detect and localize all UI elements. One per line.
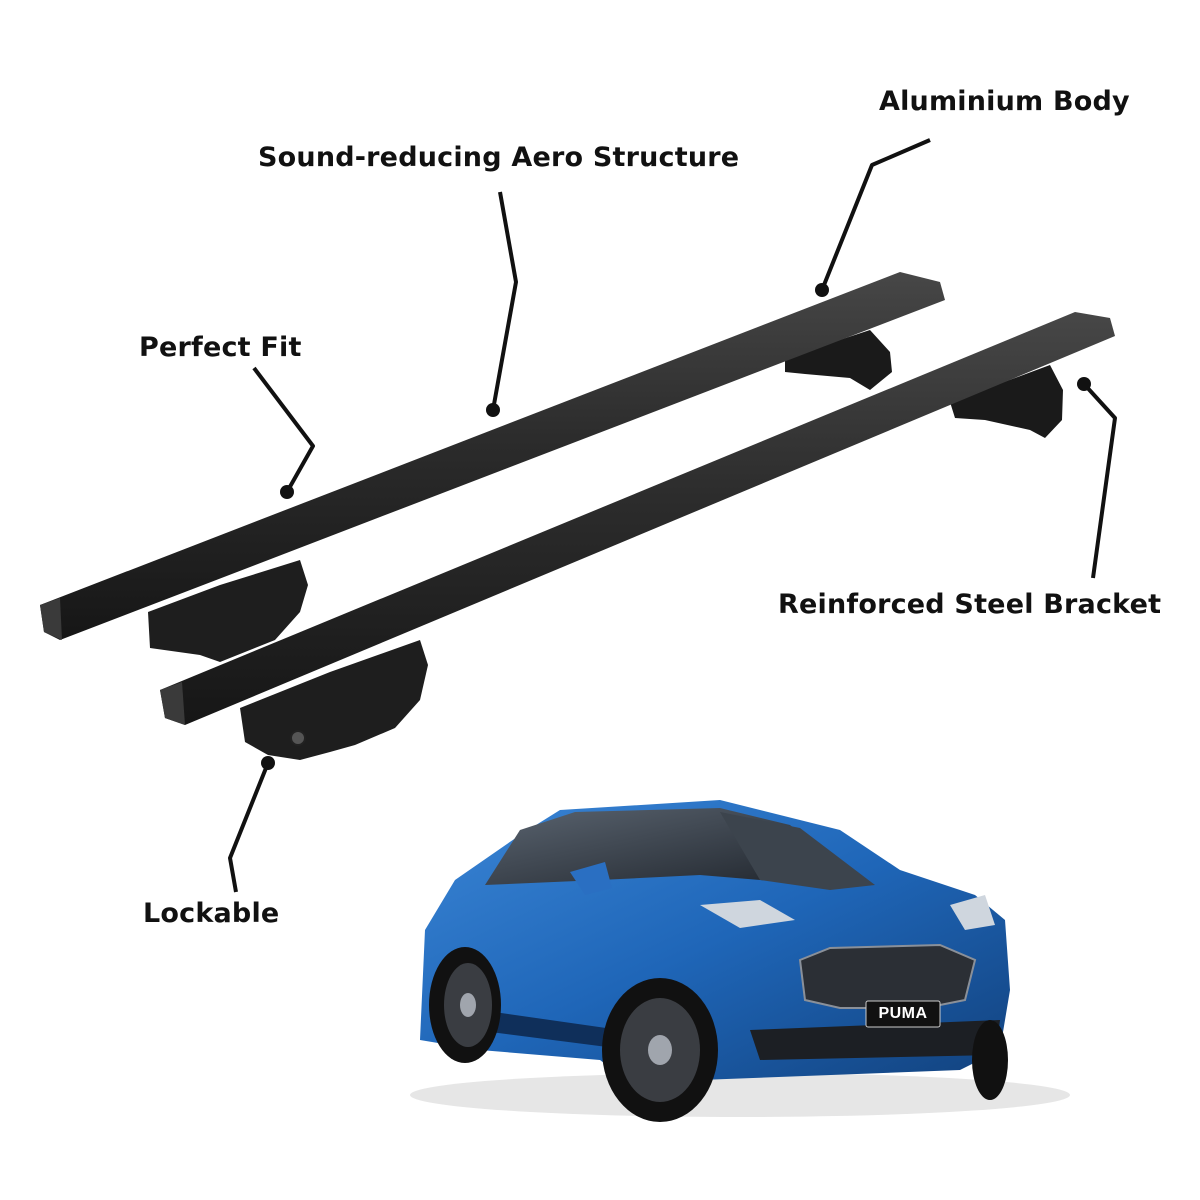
callout-line-bracket	[1082, 382, 1117, 579]
label-perfect-fit: Perfect Fit	[139, 332, 302, 363]
rear-crossbar-endcap-left	[40, 598, 62, 640]
front-crossbar-body	[160, 312, 1115, 725]
label-steel-bracket: Reinforced Steel Bracket	[778, 589, 1162, 620]
front-crossbar	[160, 312, 1115, 760]
car-side-trim	[475, 1010, 620, 1048]
lock-cylinder	[290, 730, 306, 746]
car-mirror	[570, 862, 612, 895]
car-windshield	[720, 812, 875, 890]
label-aero-structure: Sound-reducing Aero Structure	[258, 142, 740, 173]
callout-dot-aero	[486, 403, 500, 417]
car-headlight-right	[950, 895, 995, 930]
license-plate-text: PUMA	[878, 1005, 928, 1022]
car-shadow	[410, 1073, 1070, 1117]
callout-dot-lock	[261, 756, 275, 770]
rear-crossbar	[40, 272, 945, 662]
rear-crossbar-foot-right	[785, 330, 892, 390]
front-crossbar-endcap-left	[160, 682, 185, 725]
front-crossbar-foot-left	[240, 640, 428, 760]
front-crossbar-foot-right	[950, 365, 1063, 438]
wheel-front	[602, 978, 718, 1122]
callout-dot-aluminium	[815, 283, 829, 297]
callout-line-aero	[491, 191, 518, 411]
car-bumper	[750, 1020, 1000, 1060]
label-aluminium-body: Aluminium Body	[879, 86, 1130, 117]
callout-line-fit	[252, 366, 315, 493]
rear-crossbar-body	[40, 272, 945, 640]
callout-line-aluminium	[820, 138, 931, 291]
wheel-front-right	[972, 1020, 1008, 1100]
callout-dot-bracket	[1077, 377, 1091, 391]
rear-crossbar-foot-left	[148, 560, 308, 662]
license-plate	[865, 1000, 941, 1028]
car-headlight	[700, 900, 795, 928]
wheel-rear	[429, 947, 501, 1063]
car-grille	[798, 943, 977, 1009]
callout-dot-fit	[280, 485, 294, 499]
car-image	[410, 800, 1070, 1122]
label-lockable: Lockable	[143, 898, 280, 929]
callout-line-lock	[228, 762, 270, 893]
